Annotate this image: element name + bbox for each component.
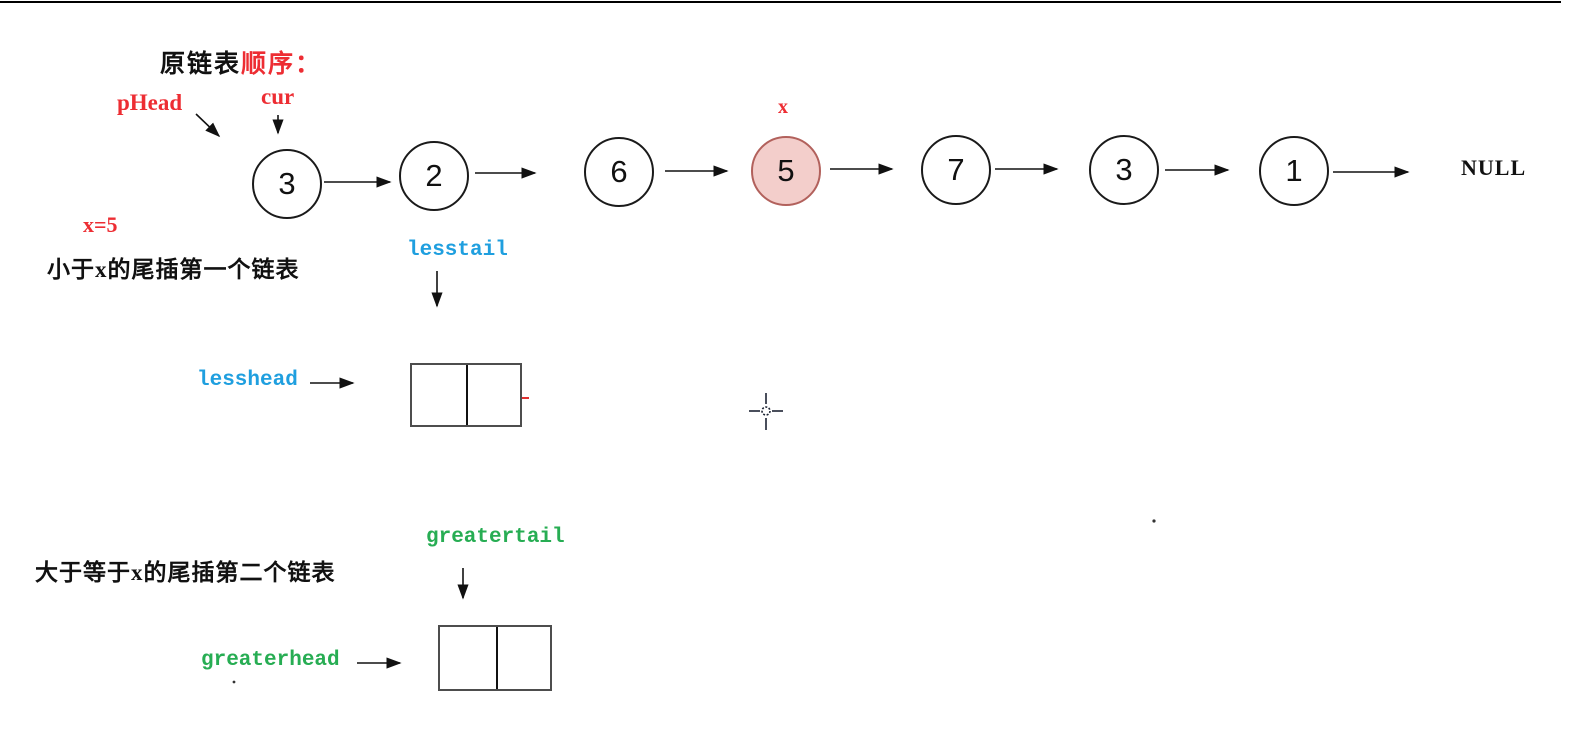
diagram-title: 原链表顺序： xyxy=(160,44,322,80)
x-marker-label: x xyxy=(778,96,788,118)
x-value-label: x=5 xyxy=(83,212,118,237)
stray-dot-left xyxy=(232,680,236,684)
title-black-part: 原链表 xyxy=(160,51,242,78)
lesstail-label: lesstail xyxy=(407,239,508,262)
list-node-2: 6 xyxy=(584,137,654,207)
stray-dot-right xyxy=(1152,519,1156,523)
list-node-1: 2 xyxy=(399,141,469,211)
lessbox-divider xyxy=(466,365,468,425)
list-node-5: 3 xyxy=(1089,135,1159,205)
title-red-part: 顺序： xyxy=(241,51,323,78)
list-node-3-highlighted: 5 xyxy=(751,136,821,206)
crosshair-cursor xyxy=(749,393,783,430)
less-list-description: 小于x的尾插第一个链表 xyxy=(47,257,300,282)
cur-pointer-label: cur xyxy=(261,84,295,109)
phead-pointer-label: pHead xyxy=(117,90,183,115)
lesshead-sentinel-box xyxy=(410,363,522,427)
greaterbox-divider xyxy=(496,627,498,689)
phead-arrow xyxy=(195,113,221,138)
list-node-6: 1 xyxy=(1259,136,1329,206)
greaterhead-label: greaterhead xyxy=(201,649,340,672)
greaterhead-sentinel-box xyxy=(438,625,552,691)
null-terminator-label: NULL xyxy=(1461,155,1527,180)
greatertail-label: greatertail xyxy=(426,526,565,549)
top-border-line xyxy=(0,1,1561,3)
list-node-0: 3 xyxy=(252,149,322,219)
lesshead-label: lesshead xyxy=(197,369,298,392)
list-node-4: 7 xyxy=(921,135,991,205)
greater-list-description: 大于等于x的尾插第二个链表 xyxy=(35,560,336,585)
